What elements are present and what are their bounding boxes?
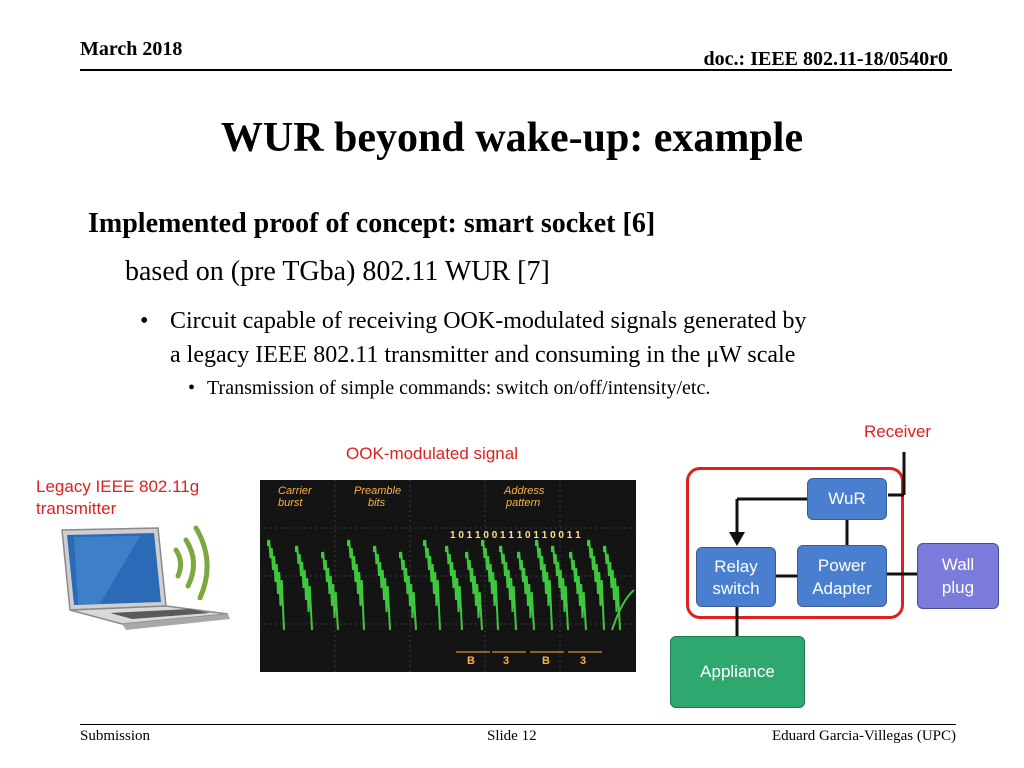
ook-waveform: Carrier burst Preamble bits Address patt… xyxy=(260,480,636,672)
legacy-label-line1: Legacy IEEE 802.11g xyxy=(36,477,200,496)
wall-plug-block: Wall plug xyxy=(917,543,999,609)
bullet-level4-text: Transmission of simple commands: switch … xyxy=(207,377,711,399)
scope-carrier-label-2: burst xyxy=(278,497,303,509)
appliance-block: Appliance xyxy=(670,636,805,708)
slide-title: WUR beyond wake-up: example xyxy=(220,115,804,161)
bullet-dot: • xyxy=(140,308,149,334)
bullet-level3-line2: a legacy IEEE 802.11 transmitter and con… xyxy=(170,342,796,368)
legacy-label-line2: transmitter xyxy=(36,499,117,518)
bullet-level3: • Circuit capable of receiving OOK-modul… xyxy=(140,304,948,372)
ook-signal-label: OOK-modulated signal xyxy=(346,444,518,463)
relay-line1: Relay xyxy=(714,557,758,576)
scope-carrier-label-1: Carrier xyxy=(278,485,313,497)
receiver-boundary xyxy=(686,467,904,619)
scope-mark-b1: B xyxy=(467,655,475,667)
bullet-dot: • xyxy=(188,377,196,399)
power-line2: Adapter xyxy=(812,579,872,598)
power-line1: Power xyxy=(817,556,867,575)
bullet-level2: based on (pre TGba) 802.11 WUR [7] xyxy=(125,256,550,287)
ook-burst-trace xyxy=(267,539,621,631)
scope-preamble-label-2: bits xyxy=(368,497,386,509)
header-doc-id: doc.: IEEE 802.11-18/0540r0 xyxy=(703,48,948,70)
scope-address-label-1: Address xyxy=(503,485,545,497)
wall-line2: plug xyxy=(941,578,975,597)
scope-address-label-2: pattern xyxy=(505,497,540,509)
bullet-level4: • Transmission of simple commands: switch… xyxy=(188,377,710,400)
ook-tail-trace xyxy=(611,589,635,631)
wall-line1: Wall xyxy=(941,555,975,574)
legacy-transmitter-label: Legacy IEEE 802.11g transmitter xyxy=(36,476,199,520)
header-divider xyxy=(80,69,952,71)
relay-switch-block: Relay switch xyxy=(696,547,776,607)
receiver-label: Receiver xyxy=(864,422,932,441)
footer-divider xyxy=(80,724,956,725)
wifi-waves-icon xyxy=(173,525,210,600)
scope-mark-3b: 3 xyxy=(580,655,586,667)
bullet-level1: Implemented proof of concept: smart sock… xyxy=(88,208,656,239)
laptop-icon xyxy=(61,527,230,630)
footer-slide-number: Slide 12 xyxy=(487,728,537,744)
wur-block: WuR xyxy=(807,478,887,520)
scope-mark-b2: B xyxy=(542,655,550,667)
relay-line2: switch xyxy=(712,579,760,598)
header-date: March 2018 xyxy=(80,38,183,60)
scope-preamble-label-1: Preamble xyxy=(354,485,401,497)
oscilloscope-capture: Carrier burst Preamble bits Address patt… xyxy=(260,480,636,672)
footer-submission: Submission xyxy=(80,728,151,744)
bullet-level3-line1: Circuit capable of receiving OOK-modulat… xyxy=(170,308,807,334)
scope-mark-3a: 3 xyxy=(503,655,509,667)
footer-author: Eduard Garcia-Villegas (UPC) xyxy=(771,728,956,744)
power-adapter-block: Power Adapter xyxy=(797,545,887,607)
scope-bit-sequence: 1 0 1 1 0 0 1 1 1 0 1 1 0 0 1 1 xyxy=(450,530,581,541)
